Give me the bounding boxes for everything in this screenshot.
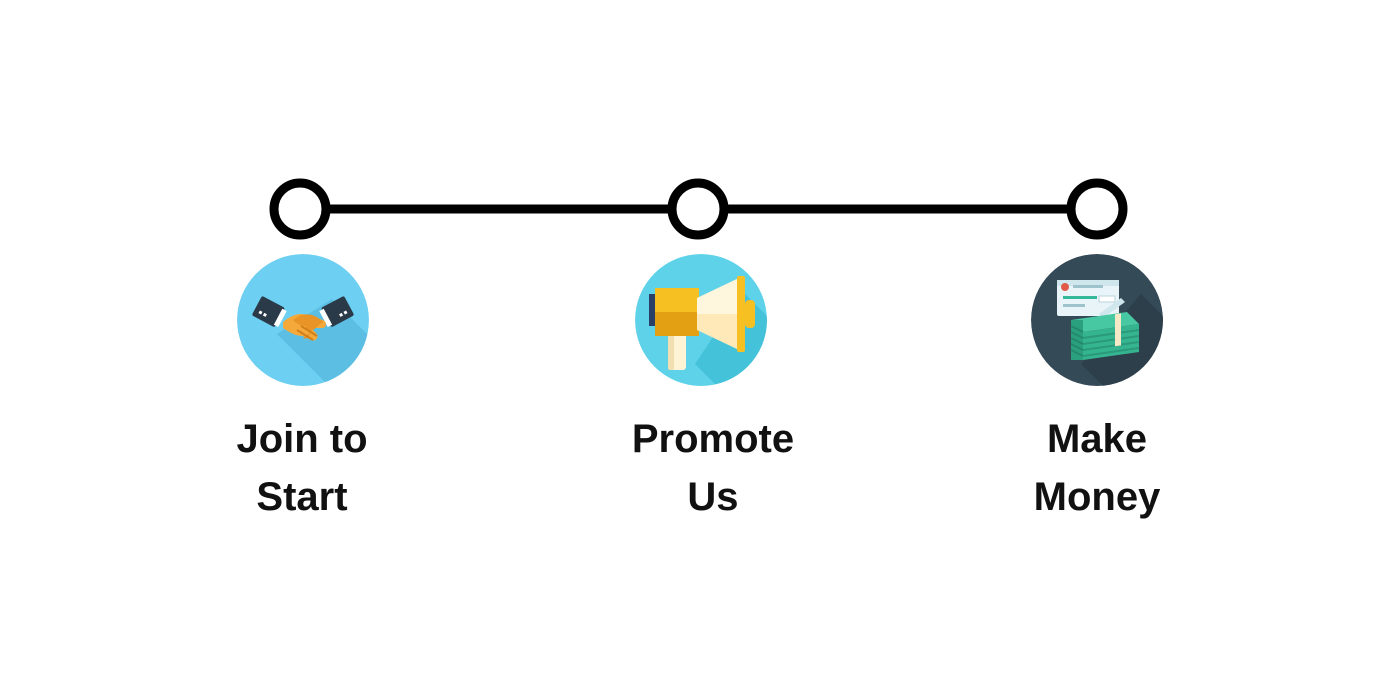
step-label-2-line1: Promote	[631, 417, 795, 461]
money-icon	[1031, 254, 1163, 386]
step-label-1-line2: Start	[256, 475, 348, 519]
step-label-3: Make Money	[967, 410, 1227, 526]
handshake-icon	[237, 254, 369, 386]
step-label-1: Join to Start	[172, 410, 432, 526]
step-label-3-line2: Money	[1033, 475, 1161, 519]
step-label-1-line1: Join to	[236, 417, 368, 461]
timeline-node-2	[667, 178, 729, 240]
megaphone-icon	[635, 254, 767, 386]
step-label-2: Promote Us	[583, 410, 843, 526]
timeline-node-1	[269, 178, 331, 240]
timeline-node-3	[1066, 178, 1128, 240]
step-label-2-line2: Us	[687, 475, 739, 519]
step-label-3-line1: Make	[1046, 417, 1148, 461]
